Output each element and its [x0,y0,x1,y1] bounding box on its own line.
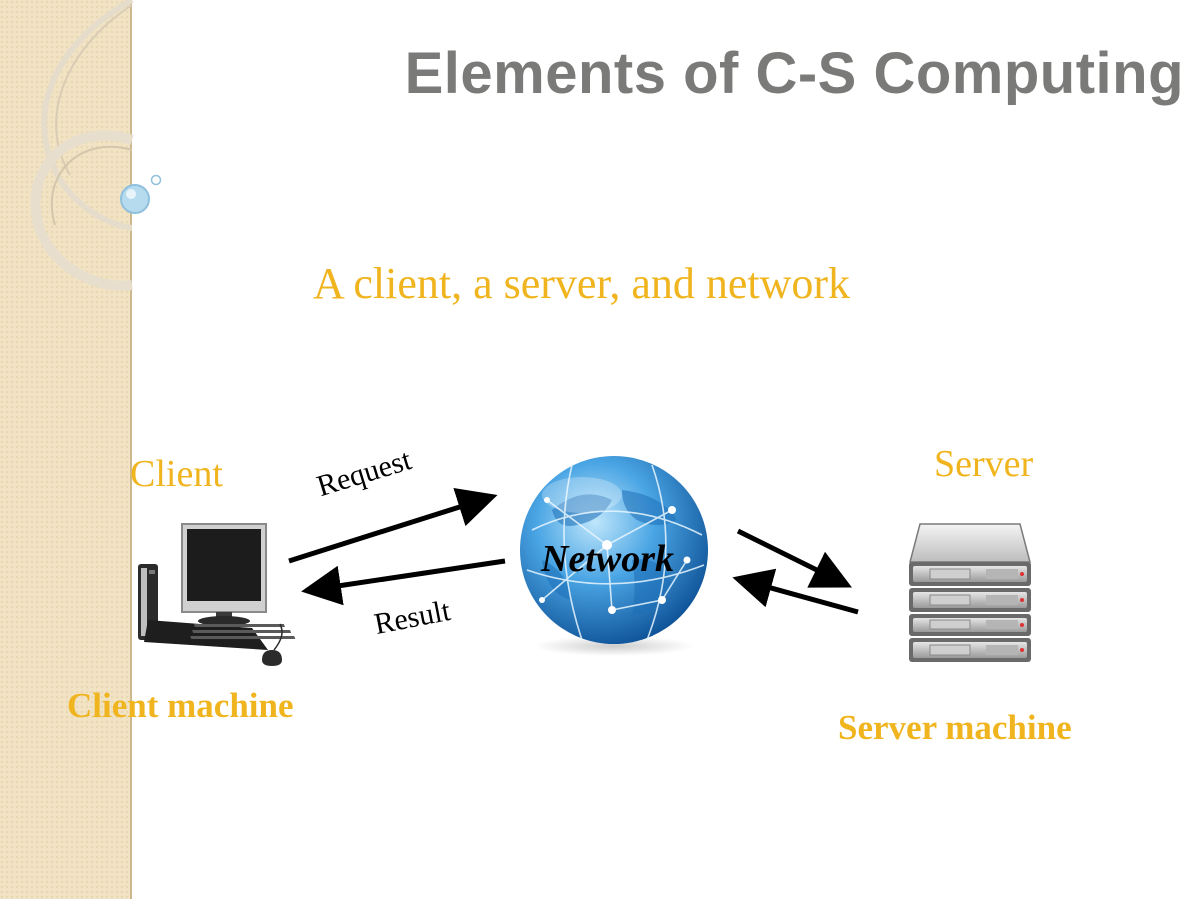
server-label: Server [934,443,1034,485]
slide-title: Elements of C-S Computing [404,41,1184,106]
network-to-server-arrow [736,528,852,588]
desktop-computer-icon [138,523,296,666]
client-label: Client [130,453,223,495]
decorative-circles [30,0,162,291]
server-rack-icon [909,523,1031,662]
result-label: Result [371,593,454,642]
server-to-network-arrow [732,568,859,615]
client-machine-caption: Client machine [67,686,294,725]
server-machine-caption: Server machine [838,708,1072,747]
globe-icon [520,456,708,656]
slide-subtitle: A client, a server, and network [313,259,851,308]
request-arrow [288,487,498,564]
result-arrow [301,558,506,606]
network-label: Network [541,538,674,580]
request-label: Request [313,443,416,504]
